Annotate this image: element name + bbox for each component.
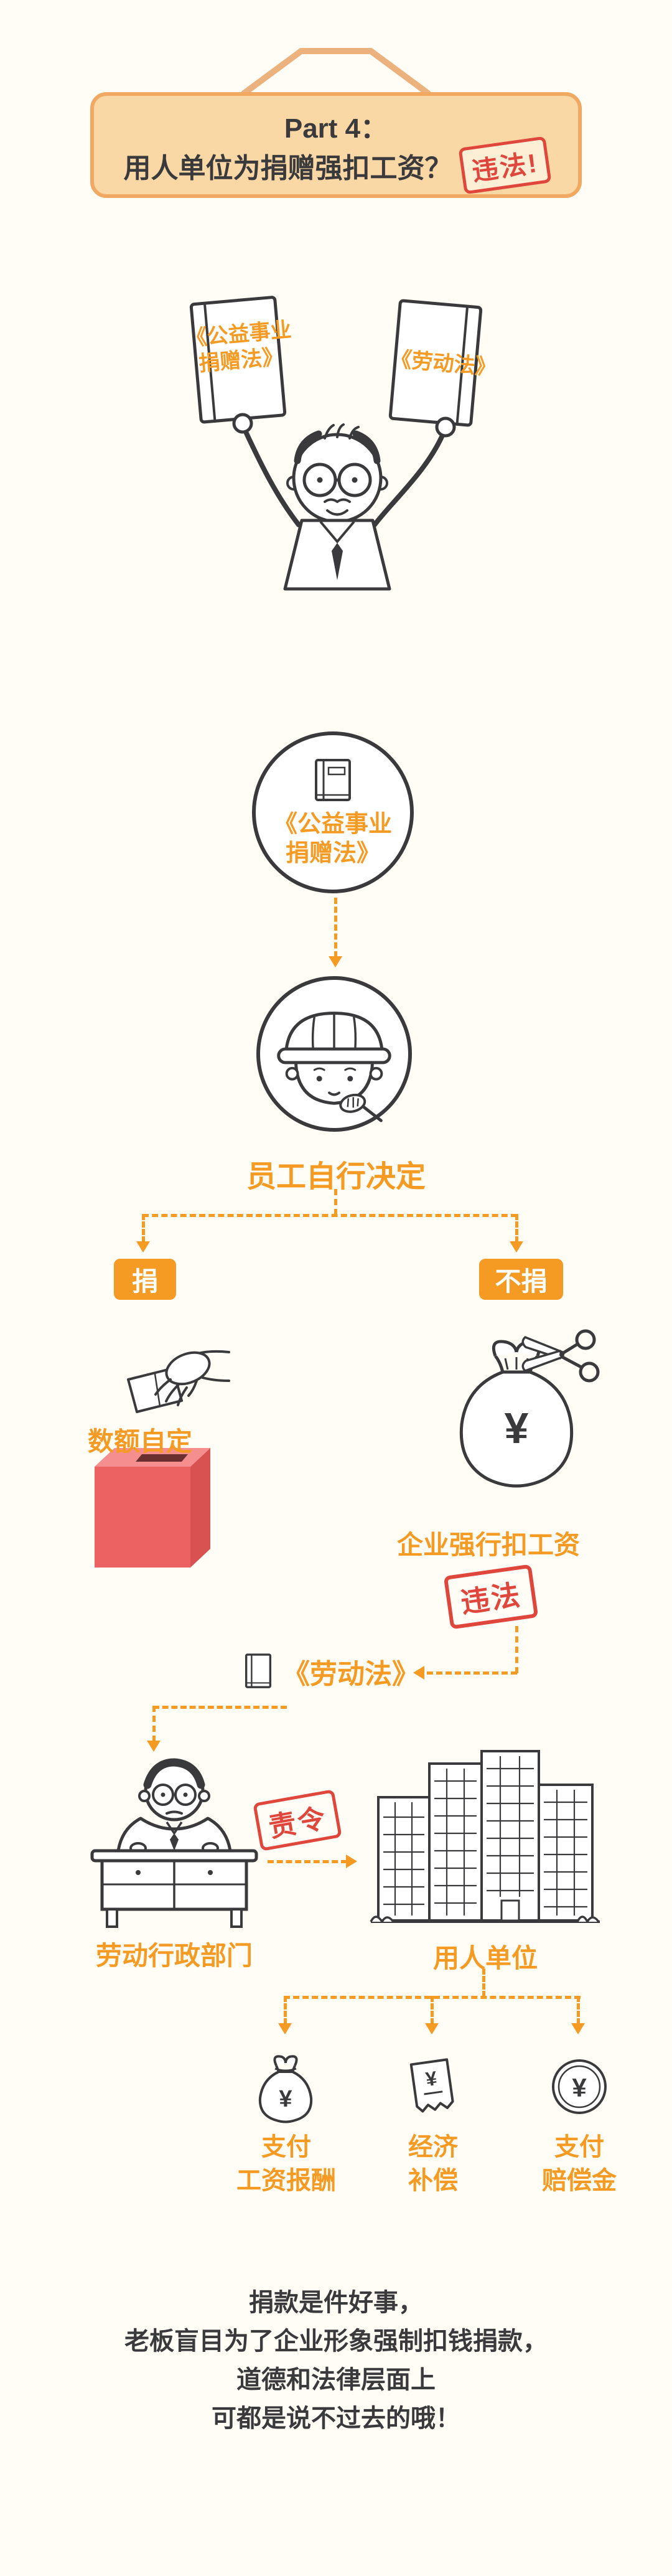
donation-box-slot — [136, 1454, 188, 1462]
remedy-label-wages: 支付 工资报酬 — [236, 2133, 336, 2194]
employer-building-illustration — [370, 1750, 600, 1923]
banner-question-row: 用人单位为捐赠强扣工资？ 违法! — [94, 136, 578, 195]
connector-law-to-employee — [334, 898, 337, 957]
authority-label: 劳动行政部门 — [95, 1941, 253, 1970]
remedies-stub — [482, 1968, 485, 1997]
labor-law-node: 《劳动法》 — [240, 1651, 420, 1692]
coin-icon: ¥ — [552, 2059, 607, 2114]
donate-amount-caption: 数额自定 — [87, 1427, 192, 1456]
donate-badge: 捐 — [114, 1259, 176, 1300]
footer-line: 老板盲目为了企业形象强制扣钱捐款， — [124, 2328, 548, 2355]
branch-horizontal — [142, 1214, 517, 1217]
scissors-icon — [521, 1329, 600, 1383]
arrow-right-icon — [346, 1854, 357, 1868]
right-book — [388, 299, 483, 427]
branch-stub — [334, 1189, 337, 1215]
donation-box-front — [95, 1467, 190, 1568]
authority-illustration — [90, 1758, 258, 1928]
remedy-label-damages: 支付 赔偿金 — [542, 2133, 617, 2194]
arrow-down-icon — [147, 1741, 161, 1752]
deduct-wages-caption: 企业强行扣工资 — [396, 1530, 580, 1559]
left-book — [189, 296, 287, 424]
donation-law-circle: 《公益事业 捐赠法》 — [252, 731, 414, 893]
arrow-down-icon — [571, 2023, 585, 2034]
footer-line: 可都是说不过去的哦！ — [212, 2405, 460, 2432]
footer-text: 捐款是件好事， 老板盲目为了企业形象强制扣钱捐款， 道德和法律层面上 可都是说不… — [0, 2283, 672, 2438]
donation-box-illustration — [95, 1350, 230, 1568]
refuse-badge: 不捐 — [479, 1259, 563, 1300]
part-label: Part 4： — [284, 113, 388, 144]
illegal-stamp-refuse: 违法 — [443, 1564, 539, 1630]
employer-label: 用人单位 — [432, 1944, 538, 1973]
arrow-down-icon — [136, 1241, 150, 1253]
remedy-drop-2 — [431, 1996, 434, 2024]
branch-left-drop — [142, 1214, 145, 1243]
employee-illustration — [277, 1012, 391, 1122]
order-arrow-line — [268, 1860, 347, 1863]
donation-box-side — [190, 1448, 210, 1568]
glasses-icon — [302, 463, 372, 497]
arrow-down-icon — [425, 2023, 439, 2034]
hanger-rope — [241, 48, 431, 96]
footer-line: 道德和法律层面上 — [236, 2366, 436, 2394]
left-book-title: 《公益事业 捐赠法》 — [185, 317, 293, 376]
banner-question: 用人单位为捐赠强扣工资？ — [123, 153, 452, 184]
svg-text:¥: ¥ — [279, 2086, 292, 2112]
title-banner: Part 4： 用人单位为捐赠强扣工资？ 违法! — [90, 92, 582, 198]
remedy-label-compensation: 经济 补偿 — [408, 2133, 458, 2194]
branch-right-drop — [515, 1214, 518, 1243]
connector-elbow-vertical — [152, 1706, 156, 1742]
remedy-drop-1 — [284, 1996, 287, 2024]
law-book-icon — [315, 759, 351, 801]
connector-elbow-horizontal — [153, 1706, 287, 1709]
svg-text:¥: ¥ — [572, 2073, 587, 2102]
arrow-left-icon — [413, 1666, 424, 1680]
donation-law-title: 《公益事业 捐赠法》 — [273, 811, 392, 867]
receipt-icon: ¥ — [409, 2058, 454, 2113]
arrow-down-icon — [329, 956, 342, 967]
employee-decides-label: 员工自行决定 — [246, 1160, 426, 1193]
svg-text:¥: ¥ — [424, 2067, 439, 2090]
boss-holding-books-illustration — [189, 296, 483, 591]
remedy-drop-3 — [577, 1996, 580, 2024]
connector-refuse-drop — [515, 1626, 518, 1673]
footer-line: 捐款是件好事， — [249, 2289, 423, 2316]
arrow-down-icon — [278, 2023, 292, 2034]
money-bag — [459, 1370, 574, 1488]
arrow-down-icon — [510, 1241, 523, 1253]
connector-to-laborlaw — [427, 1671, 517, 1675]
glasses-icon — [152, 1784, 197, 1806]
money-bag-icon: ¥ — [258, 2055, 313, 2123]
employee-circle — [256, 976, 412, 1132]
law-book-icon — [245, 1653, 272, 1688]
wage-deduction-illustration: ¥ — [459, 1329, 600, 1488]
yen-symbol: ¥ — [505, 1404, 529, 1452]
labor-law-label: 《劳动法》 — [282, 1659, 419, 1690]
hand — [165, 1351, 211, 1386]
illegal-stamp-banner: 违法! — [457, 136, 552, 195]
